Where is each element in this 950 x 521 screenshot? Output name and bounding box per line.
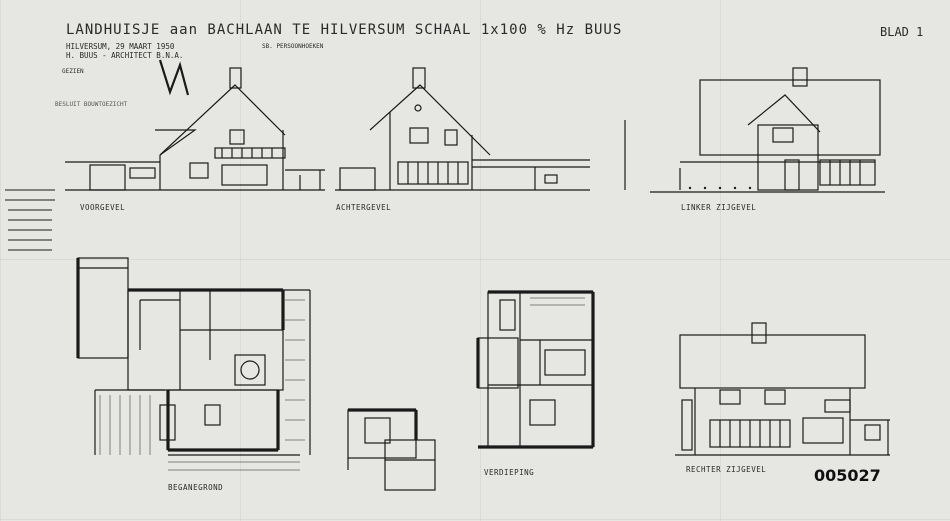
label-rear-elevation: ACHTERGEVEL — [336, 203, 392, 212]
front-elevation-drawing — [65, 67, 325, 191]
architect-name: H. BUUS - ARCHITECT B.N.A. — [66, 51, 184, 60]
reference-number: 005027 — [814, 466, 881, 485]
drawing-date: HILVERSUM, 29 MAART 1950 — [66, 42, 175, 51]
label-front-elevation: VOORGEVEL — [80, 203, 126, 212]
sheet-number: BLAD 1 — [880, 25, 924, 39]
building-control-stamp: BESLUIT BOUWTOEZICHT — [55, 101, 128, 108]
label-upper-floor: VERDIEPING — [484, 468, 535, 477]
sheet-title: LANDHUISJE aan BACHLAAN TE HILVERSUM SCH… — [66, 22, 623, 38]
approval-stamp: GEZIEN — [62, 68, 84, 75]
side-stamp-block — [5, 189, 55, 251]
right-elevation-drawing — [675, 322, 890, 456]
small-note: SB. PERSOONHOEKEN — [262, 43, 324, 50]
rear-elevation-drawing — [335, 67, 590, 191]
label-ground-floor: BEGANEGROND — [168, 483, 224, 492]
label-right-elevation: RECHTER ZIJGEVEL — [686, 465, 767, 474]
cellar-plan-drawing — [347, 409, 436, 491]
signature-mark — [158, 59, 190, 96]
upper-floor-plan-drawing — [477, 291, 594, 448]
left-elevation-drawing — [624, 67, 885, 193]
label-left-elevation: LINKER ZIJGEVEL — [681, 203, 757, 212]
